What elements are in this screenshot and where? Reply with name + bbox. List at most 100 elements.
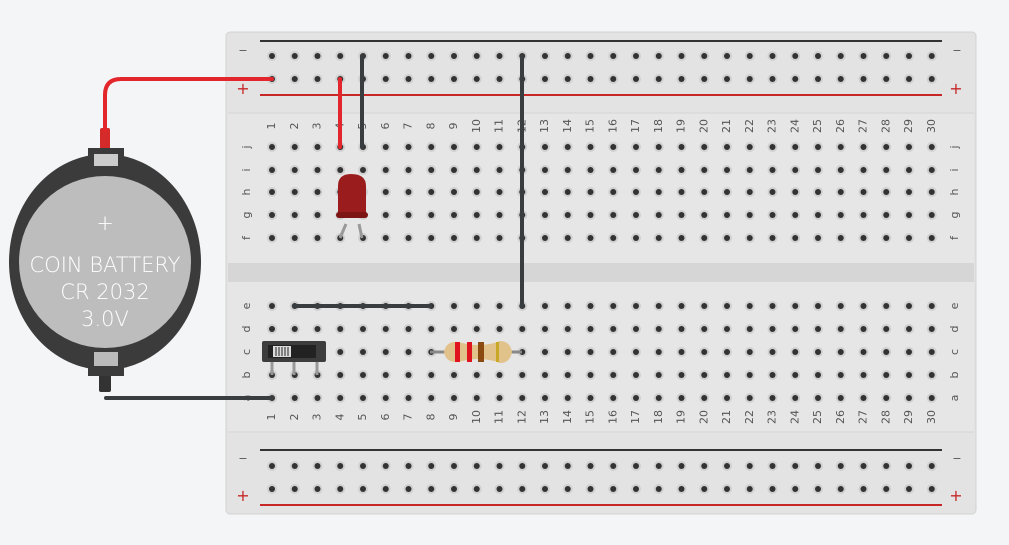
breadboard-hole[interactable]: [837, 463, 844, 469]
breadboard-hole[interactable]: [883, 167, 890, 173]
breadboard-hole[interactable]: [633, 486, 639, 492]
breadboard-hole[interactable]: [428, 326, 435, 332]
breadboard-hole[interactable]: [610, 463, 617, 469]
breadboard-hole[interactable]: [405, 53, 412, 59]
breadboard-hole[interactable]: [837, 76, 844, 82]
breadboard-hole[interactable]: [906, 303, 912, 309]
breadboard-hole[interactable]: [906, 144, 912, 150]
breadboard-hole[interactable]: [496, 463, 503, 469]
breadboard-hole[interactable]: [428, 235, 435, 241]
breadboard-hole[interactable]: [746, 235, 753, 241]
breadboard-hole[interactable]: [906, 395, 912, 401]
breadboard-hole[interactable]: [405, 144, 412, 150]
breadboard-hole[interactable]: [496, 189, 503, 195]
breadboard-hole[interactable]: [678, 303, 685, 309]
breadboard-hole[interactable]: [837, 395, 844, 401]
breadboard-hole[interactable]: [792, 189, 799, 195]
breadboard-hole[interactable]: [724, 189, 730, 195]
breadboard-hole[interactable]: [542, 326, 548, 332]
breadboard-hole[interactable]: [360, 463, 366, 469]
breadboard-hole[interactable]: [906, 167, 912, 173]
breadboard-hole[interactable]: [701, 326, 708, 332]
breadboard-hole[interactable]: [724, 53, 730, 59]
breadboard-hole[interactable]: [906, 212, 912, 218]
breadboard-hole[interactable]: [724, 349, 730, 355]
breadboard-hole[interactable]: [792, 144, 799, 150]
breadboard-hole[interactable]: [405, 326, 412, 332]
breadboard-hole[interactable]: [428, 53, 435, 59]
breadboard-hole[interactable]: [746, 167, 753, 173]
breadboard-hole[interactable]: [428, 372, 435, 378]
breadboard-hole[interactable]: [928, 395, 935, 401]
breadboard-hole[interactable]: [633, 395, 639, 401]
breadboard-hole[interactable]: [883, 235, 890, 241]
breadboard-hole[interactable]: [769, 486, 776, 492]
breadboard-hole[interactable]: [337, 167, 344, 173]
breadboard-hole[interactable]: [405, 349, 412, 355]
breadboard-hole[interactable]: [542, 76, 548, 82]
breadboard-hole[interactable]: [860, 212, 867, 218]
breadboard-hole[interactable]: [314, 235, 321, 241]
breadboard-hole[interactable]: [678, 212, 685, 218]
red-led[interactable]: [336, 174, 368, 239]
breadboard-hole[interactable]: [792, 303, 799, 309]
breadboard-hole[interactable]: [701, 53, 708, 59]
breadboard-hole[interactable]: [314, 212, 321, 218]
breadboard-hole[interactable]: [473, 326, 480, 332]
breadboard-hole[interactable]: [269, 189, 275, 195]
breadboard-hole[interactable]: [678, 463, 685, 469]
slide-switch[interactable]: [262, 341, 326, 375]
breadboard-hole[interactable]: [655, 144, 662, 150]
breadboard-hole[interactable]: [678, 76, 685, 82]
breadboard-hole[interactable]: [542, 463, 548, 469]
breadboard-hole[interactable]: [792, 349, 799, 355]
breadboard-hole[interactable]: [269, 303, 275, 309]
breadboard-hole[interactable]: [815, 167, 821, 173]
breadboard-hole[interactable]: [564, 144, 571, 150]
breadboard-hole[interactable]: [382, 189, 389, 195]
breadboard-hole[interactable]: [496, 212, 503, 218]
breadboard-hole[interactable]: [473, 53, 480, 59]
breadboard-hole[interactable]: [337, 349, 344, 355]
breadboard-hole[interactable]: [633, 144, 639, 150]
breadboard-hole[interactable]: [451, 326, 457, 332]
breadboard-hole[interactable]: [746, 395, 753, 401]
breadboard-hole[interactable]: [883, 53, 890, 59]
breadboard-hole[interactable]: [405, 167, 412, 173]
breadboard-hole[interactable]: [337, 395, 344, 401]
breadboard-hole[interactable]: [473, 76, 480, 82]
breadboard-hole[interactable]: [928, 303, 935, 309]
breadboard-hole[interactable]: [860, 303, 867, 309]
breadboard-hole[interactable]: [792, 463, 799, 469]
breadboard-hole[interactable]: [405, 212, 412, 218]
breadboard-hole[interactable]: [587, 463, 594, 469]
breadboard-hole[interactable]: [678, 235, 685, 241]
breadboard-hole[interactable]: [883, 349, 890, 355]
breadboard-hole[interactable]: [655, 303, 662, 309]
breadboard-hole[interactable]: [360, 326, 366, 332]
breadboard-hole[interactable]: [724, 395, 730, 401]
breadboard-hole[interactable]: [382, 372, 389, 378]
breadboard-hole[interactable]: [655, 372, 662, 378]
breadboard-hole[interactable]: [519, 395, 526, 401]
breadboard-hole[interactable]: [360, 486, 366, 492]
breadboard-hole[interactable]: [564, 349, 571, 355]
breadboard-hole[interactable]: [360, 349, 366, 355]
breadboard-hole[interactable]: [633, 53, 639, 59]
breadboard-hole[interactable]: [587, 144, 594, 150]
breadboard-hole[interactable]: [678, 144, 685, 150]
breadboard-hole[interactable]: [564, 76, 571, 82]
breadboard-hole[interactable]: [542, 486, 548, 492]
breadboard-hole[interactable]: [519, 326, 526, 332]
breadboard-hole[interactable]: [815, 463, 821, 469]
breadboard-hole[interactable]: [405, 463, 412, 469]
breadboard-hole[interactable]: [382, 395, 389, 401]
breadboard-hole[interactable]: [269, 486, 275, 492]
breadboard-hole[interactable]: [451, 303, 457, 309]
breadboard-hole[interactable]: [724, 372, 730, 378]
breadboard-hole[interactable]: [360, 372, 366, 378]
breadboard-hole[interactable]: [564, 235, 571, 241]
breadboard-hole[interactable]: [815, 486, 821, 492]
breadboard-hole[interactable]: [519, 463, 526, 469]
